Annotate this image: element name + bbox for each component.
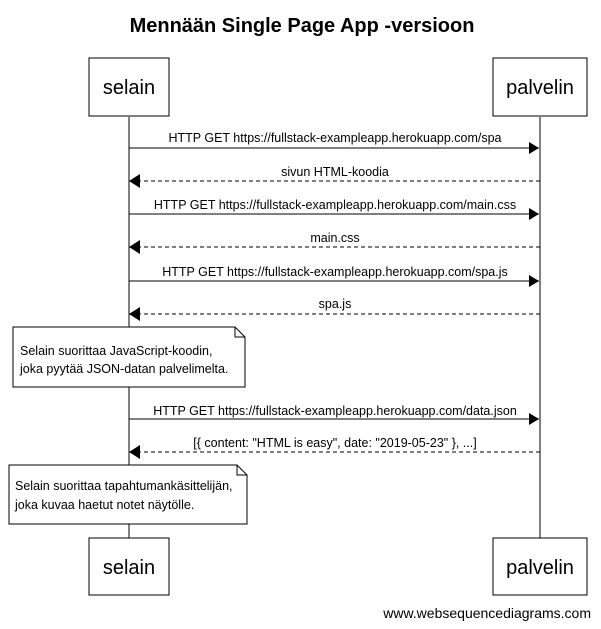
footer-credit: www.websequencediagrams.com bbox=[382, 605, 591, 621]
message-label: [{ content: "HTML is easy", date: "2019-… bbox=[193, 436, 476, 450]
diagram-title: Mennään Single Page App -versioon bbox=[130, 15, 475, 37]
message-label: spa.js bbox=[319, 297, 352, 311]
message-response: main.css bbox=[129, 231, 540, 254]
server-participant-bottom: palvelin bbox=[492, 537, 588, 596]
message-request: HTTP GET https://fullstack-exampleapp.he… bbox=[129, 131, 539, 154]
message-request: HTTP GET https://fullstack-exampleapp.he… bbox=[129, 404, 539, 425]
note-line: Selain suorittaa JavaScript-koodin, bbox=[20, 344, 212, 358]
server-participant-label: palvelin bbox=[506, 557, 574, 579]
message-label: HTTP GET https://fullstack-exampleapp.he… bbox=[153, 404, 517, 418]
note-line: Selain suorittaa tapahtumankäsittelijän, bbox=[15, 479, 233, 493]
client-participant-bottom: selain bbox=[88, 537, 170, 596]
server-participant-label: palvelin bbox=[506, 77, 574, 99]
note-line: joka kuvaa haetut notet näytölle. bbox=[14, 498, 194, 512]
client-participant-label: selain bbox=[103, 557, 155, 579]
message-label: HTTP GET https://fullstack-exampleapp.he… bbox=[162, 265, 508, 279]
client-participant-top: selain bbox=[88, 57, 170, 117]
message-request: HTTP GET https://fullstack-exampleapp.he… bbox=[129, 198, 539, 220]
note: Selain suorittaa tapahtumankäsittelijän,… bbox=[8, 464, 248, 525]
message-request: HTTP GET https://fullstack-exampleapp.he… bbox=[129, 265, 539, 287]
message-label: HTTP GET https://fullstack-exampleapp.he… bbox=[154, 198, 516, 212]
server-participant-top: palvelin bbox=[492, 57, 588, 117]
message-response: [{ content: "HTML is easy", date: "2019-… bbox=[129, 436, 540, 459]
note: Selain suorittaa JavaScript-koodin, joka… bbox=[12, 326, 246, 388]
message-label: sivun HTML-koodia bbox=[281, 165, 389, 179]
message-label: main.css bbox=[310, 231, 359, 245]
message-response: sivun HTML-koodia bbox=[129, 165, 540, 188]
message-response: spa.js bbox=[129, 297, 540, 321]
client-participant-label: selain bbox=[103, 77, 155, 99]
message-label: HTTP GET https://fullstack-exampleapp.he… bbox=[168, 131, 501, 145]
note-line: joka pyytää JSON-datan palvelimelta. bbox=[19, 362, 228, 376]
